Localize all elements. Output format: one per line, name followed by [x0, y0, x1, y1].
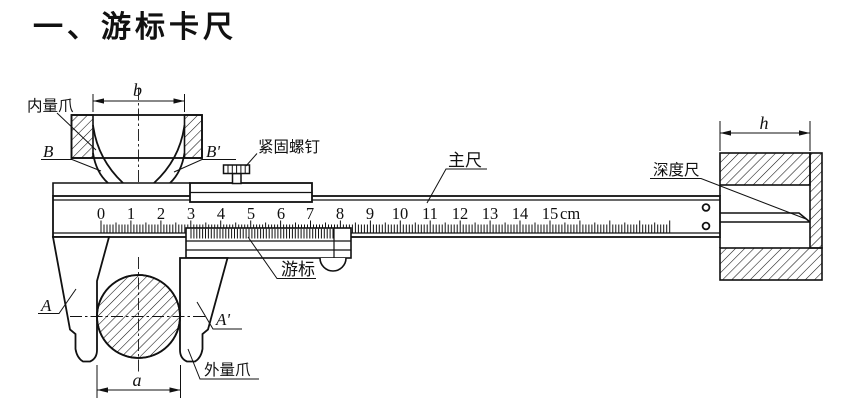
depth-block-hatch-top [719, 152, 811, 186]
main-scale-label: 主尺 [448, 151, 482, 170]
depth-gauge-label: 深度尺 [653, 161, 700, 179]
top-labels: 内量爪 B B' 紧固螺钉 [27, 97, 320, 173]
rivet-top [701, 203, 711, 212]
point-label-A-prime-leader [196, 301, 242, 330]
scale-number: 13 [482, 204, 499, 223]
vernier-leader [247, 236, 316, 279]
part-labels: 主尺 深度尺 游标 A A' 外量爪 [38, 151, 807, 380]
dimension-b-label: b [133, 80, 142, 100]
outer-jaws [51, 236, 229, 363]
locking-screw-knurls [227, 165, 246, 174]
scale-number: 4 [217, 204, 225, 223]
scale-number: 5 [247, 204, 255, 223]
scale-number: 0 [97, 204, 105, 223]
round-workpiece [70, 257, 207, 372]
dimension-a-arrow-left [97, 387, 108, 393]
locking-screw-label: 紧固螺钉 [258, 138, 320, 156]
dimension-b: b [92, 80, 185, 112]
scale-number: 1 [127, 204, 135, 223]
vernier-scale-ticks [190, 228, 334, 239]
dimension-a-arrow-right [169, 387, 181, 393]
thumb-grip-notch [319, 257, 347, 272]
dimension-a-label: a [133, 370, 142, 390]
main-scale-markings: 0 1 2 3 4 5 6 7 8 9 10 11 12 13 14 15 cm [97, 204, 671, 233]
scale-number: 14 [512, 204, 529, 223]
point-label-A-prime: A' [215, 310, 230, 329]
depth-rod [720, 212, 811, 223]
dimension-h-arrow-right [799, 130, 810, 136]
scale-number: 9 [366, 204, 374, 223]
locking-screw-leader [245, 153, 258, 167]
dimension-b-extension-lines [92, 94, 185, 112]
main-beam [52, 182, 721, 238]
fixed-head-strip [52, 182, 190, 196]
inner-jaw-leader [56, 112, 97, 151]
inner-jaw-Bprime-edge [169, 152, 186, 184]
dimension-h-arrow-left [720, 130, 731, 136]
vernier-slider [185, 227, 352, 272]
scale-unit: cm [560, 204, 580, 223]
scale-number: 12 [452, 204, 469, 223]
slider-upper-bar [189, 164, 313, 203]
rivet-bottom [701, 221, 711, 231]
depth-workpiece [719, 152, 823, 281]
main-scale-leader [426, 168, 487, 204]
vernier-plate-lines [186, 240, 351, 251]
main-beam-outline [52, 195, 721, 238]
depth-block-hatch-right [809, 152, 823, 249]
dimension-h-extension-lines [719, 121, 811, 151]
dimension-h: h [719, 113, 811, 151]
outer-jaw-A-prime [179, 257, 229, 363]
outer-jaw-A [51, 236, 111, 363]
vernier-plate [185, 227, 352, 259]
page-title: 一、游标卡尺 [33, 11, 237, 44]
point-label-A-leader [38, 288, 77, 314]
dimension-a-extension-lines [96, 365, 181, 398]
depth-gauge-leader [650, 178, 807, 220]
depth-block-hatch-bottom [719, 247, 823, 281]
scale-number: 11 [422, 204, 438, 223]
outer-jaw-leader [187, 348, 259, 380]
point-label-B-prime-leader [173, 159, 236, 173]
point-label-B-prime: B' [206, 142, 220, 161]
scale-number: 3 [187, 204, 195, 223]
inner-workpiece-hatch-right [183, 114, 203, 159]
inner-jaw-B-edge [92, 124, 124, 184]
scale-number: 15 [542, 204, 559, 223]
vernier-label: 游标 [281, 260, 315, 279]
point-label-B: B [43, 142, 54, 161]
locking-screw-stem [231, 172, 242, 185]
dimension-b-arrow-left [93, 98, 104, 104]
inner-jaw-label: 内量爪 [27, 97, 74, 115]
dimension-h-label: h [760, 113, 769, 133]
scale-number: 6 [277, 204, 285, 223]
scale-number: 10 [392, 204, 409, 223]
scale-number: 8 [336, 204, 344, 223]
dimension-a: a [96, 365, 181, 398]
dimension-b-arrow-right [173, 98, 185, 104]
inner-jaw-Bprime-edge [153, 124, 186, 184]
point-label-B-leader [41, 159, 102, 172]
scale-number: 2 [157, 204, 165, 223]
outer-jaw-label: 外量爪 [204, 361, 251, 379]
inner-workpiece [70, 114, 203, 159]
point-label-A: A [40, 296, 52, 315]
scale-number: 7 [306, 204, 314, 223]
